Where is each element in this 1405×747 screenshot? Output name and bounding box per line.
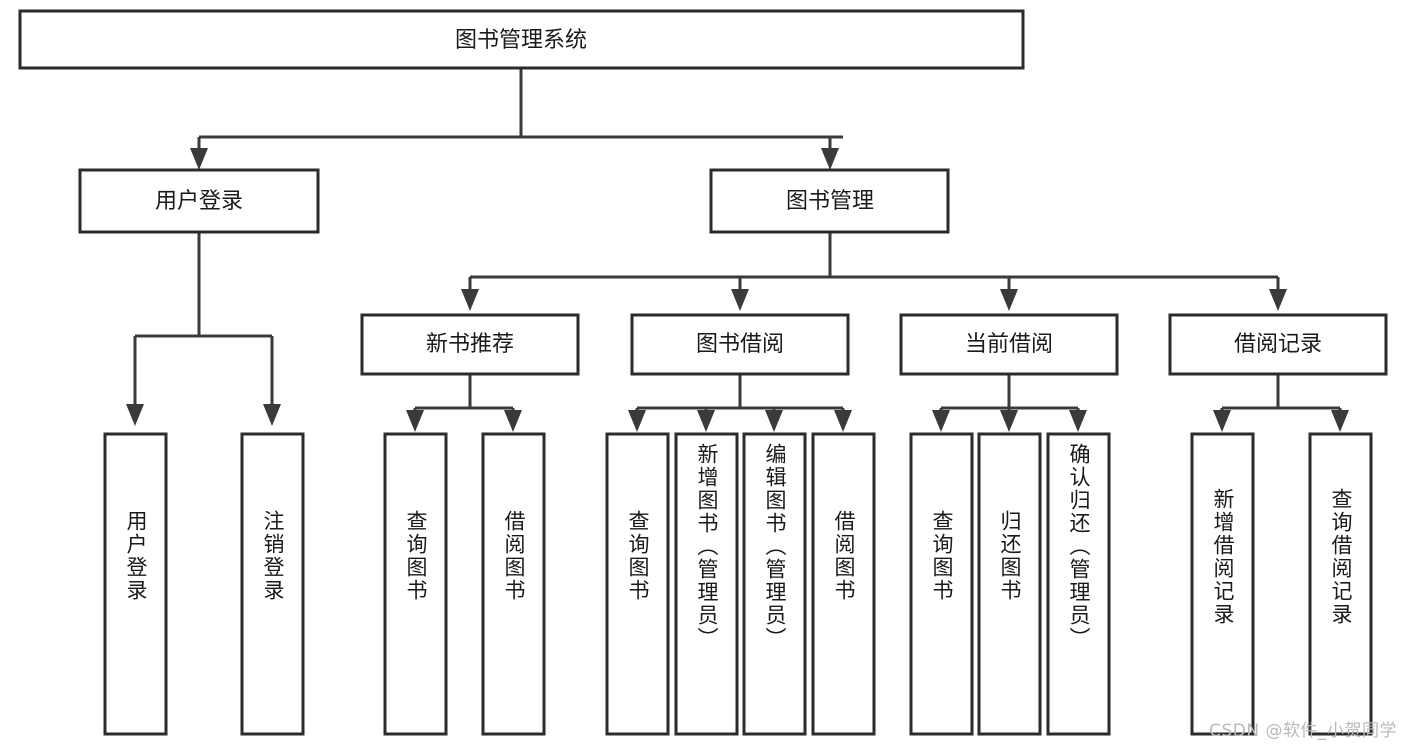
leaf-box-add-book[interactable] — [674, 432, 739, 736]
connector-new-book-recommend-to-leaves — [406, 374, 522, 432]
leaf-label-logout: 注销登录 — [260, 510, 285, 602]
arrow-to-user-login — [190, 148, 208, 170]
node-new-book-recommend[interactable]: 新书推荐 — [360, 313, 580, 376]
leaf-box-borrow-book-2[interactable] — [811, 432, 876, 736]
leaf-label-query-book-2: 查询图书 — [625, 510, 650, 602]
leaf-box-query-record[interactable] — [1308, 432, 1373, 736]
node-book-management[interactable]: 图书管理 — [709, 168, 950, 234]
connector-user-login-to-leaves — [126, 232, 281, 426]
leaf-label-borrow-book-1: 借阅图书 — [501, 510, 526, 602]
leaf-box-query-book-1[interactable] — [383, 432, 448, 736]
arrow-to-leaf-borrow-book-2 — [834, 410, 852, 432]
leaf-label-confirm-return: 确认归还（管理员） — [1066, 443, 1091, 650]
leaf-label-add-record: 新增借阅记录 — [1210, 488, 1235, 626]
arrow-to-leaf-query-book-1 — [406, 410, 424, 432]
arrow-to-leaf-confirm-return — [1069, 410, 1087, 432]
node-book-management-label: 图书管理 — [786, 189, 874, 214]
arrow-to-leaf-query-book-3 — [932, 410, 950, 432]
arrow-to-new-book-recommend — [461, 289, 479, 311]
arrow-to-current-borrow — [1000, 289, 1018, 311]
node-book-borrow[interactable]: 图书借阅 — [630, 313, 850, 376]
leaf-label-user-login: 用户登录 — [123, 510, 148, 602]
leaf-label-query-record: 查询借阅记录 — [1328, 488, 1353, 626]
connector-borrow-record-to-leaves — [1213, 374, 1349, 432]
leaf-box-add-record[interactable] — [1190, 432, 1255, 736]
arrow-to-leaf-query-record — [1331, 410, 1349, 432]
leaf-label-query-book-1: 查询图书 — [403, 510, 428, 602]
node-current-borrow-label: 当前借阅 — [965, 332, 1053, 357]
connector-book-management-to-level3 — [461, 232, 1287, 311]
arrow-to-book-borrow — [731, 289, 749, 311]
arrow-to-leaf-add-book — [697, 410, 715, 432]
arrow-to-borrow-record — [1269, 289, 1287, 311]
leaf-label-query-book-3: 查询图书 — [929, 510, 954, 602]
leaf-label-borrow-book-2: 借阅图书 — [831, 510, 856, 602]
leaf-box-logout[interactable] — [240, 432, 305, 736]
arrow-to-leaf-logout — [263, 404, 281, 426]
leaf-box-confirm-return[interactable] — [1046, 432, 1111, 736]
arrow-to-leaf-borrow-book-1 — [504, 410, 522, 432]
connector-root-to-level2 — [190, 68, 843, 170]
node-root-label: 图书管理系统 — [455, 28, 587, 53]
arrow-to-leaf-add-record — [1213, 410, 1231, 432]
node-current-borrow[interactable]: 当前借阅 — [899, 313, 1119, 376]
leaf-label-return-book: 归还图书 — [997, 510, 1022, 602]
node-new-book-recommend-label: 新书推荐 — [426, 332, 514, 357]
leaf-label-edit-book: 编辑图书（管理员） — [762, 443, 787, 650]
arrow-to-leaf-edit-book — [765, 410, 783, 432]
node-borrow-record[interactable]: 借阅记录 — [1168, 313, 1388, 376]
node-book-borrow-label: 图书借阅 — [696, 332, 784, 357]
node-root[interactable]: 图书管理系统 — [18, 9, 1025, 70]
arrow-to-leaf-user-login — [126, 404, 144, 426]
connector-current-borrow-to-leaves — [932, 374, 1087, 432]
node-borrow-record-label: 借阅记录 — [1234, 332, 1322, 357]
connector-book-borrow-to-leaves — [628, 374, 852, 432]
arrow-to-leaf-return-book — [1000, 410, 1018, 432]
leaf-box-query-book-3[interactable] — [909, 432, 974, 736]
leaf-box-edit-book[interactable] — [742, 432, 807, 736]
node-user-login-label: 用户登录 — [155, 189, 243, 214]
arrow-to-leaf-query-book-2 — [628, 410, 646, 432]
leaf-label-add-book: 新增图书（管理员） — [694, 443, 719, 650]
leaf-box-borrow-book-1[interactable] — [481, 432, 546, 736]
node-user-login[interactable]: 用户登录 — [78, 168, 320, 234]
leaf-box-query-book-2[interactable] — [605, 432, 670, 736]
leaf-box-user-login[interactable] — [103, 432, 168, 736]
leaf-box-return-book[interactable] — [977, 432, 1042, 736]
arrow-to-book-management — [821, 148, 839, 170]
leaf-boxes — [103, 432, 1373, 736]
